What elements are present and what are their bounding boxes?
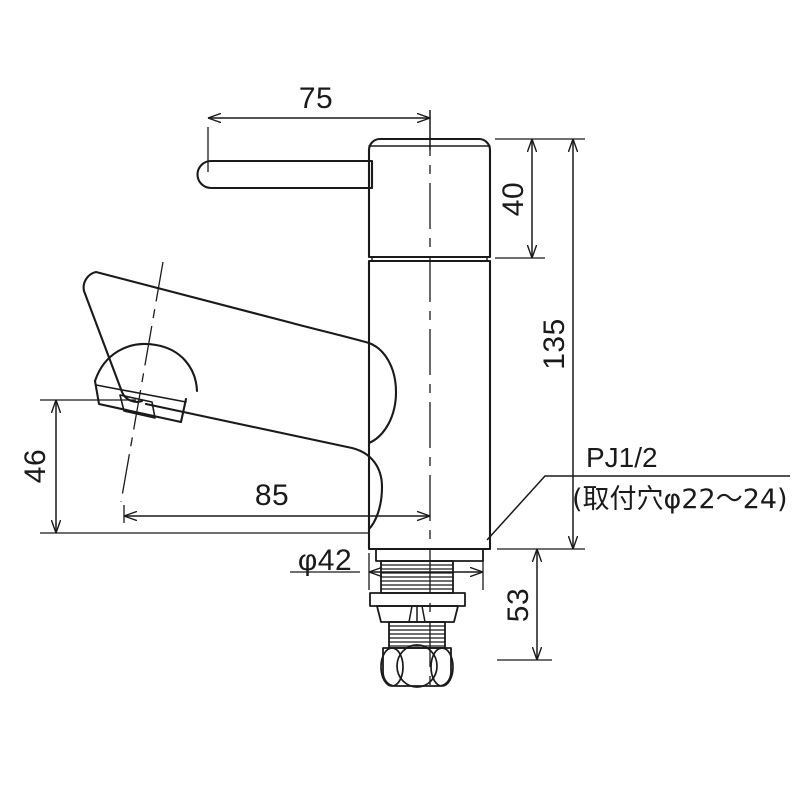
lock-nut [369, 592, 466, 623]
faucet-body [367, 256, 492, 551]
note-mounting-hole: (取付穴φ22〜24) [572, 484, 788, 515]
dimension-label-46: 46 [19, 449, 52, 483]
threaded-shank [380, 560, 454, 594]
dimension-label-40: 40 [497, 182, 530, 216]
leader-line-pj-note [486, 475, 790, 541]
centerline [120, 110, 431, 690]
dimension-label-53: 53 [502, 588, 535, 622]
dimension-label-phi42: φ42 [298, 544, 352, 577]
threaded-shank-lower [388, 621, 446, 649]
dimension-label-75: 75 [299, 82, 333, 115]
dimension-lines [56, 118, 573, 660]
hex-nut [380, 644, 454, 688]
note-thread-spec: PJ1/2 [586, 442, 658, 473]
aerator-nozzle [93, 343, 199, 424]
dimension-label-135: 135 [538, 318, 571, 370]
dimension-label-85: 85 [255, 479, 289, 512]
lever-handle [196, 159, 374, 190]
